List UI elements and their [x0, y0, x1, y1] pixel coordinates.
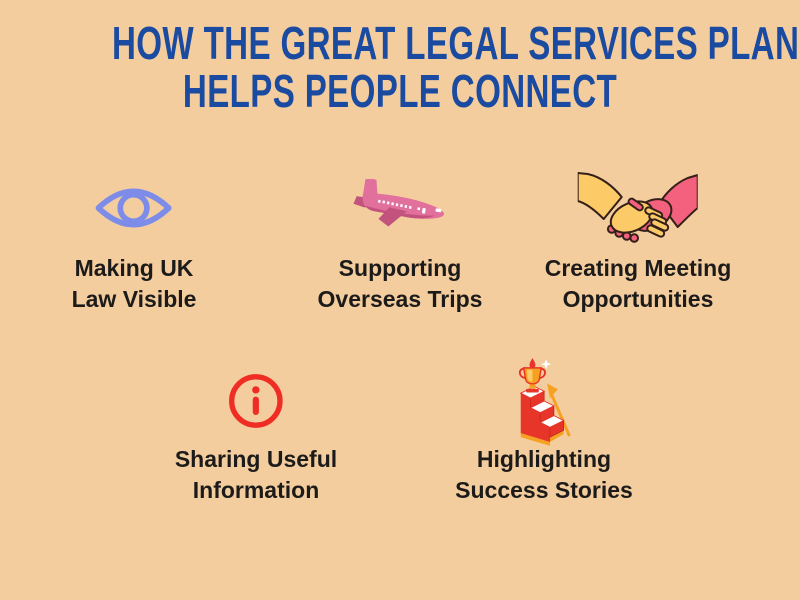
feature-item-sharing-useful-information: Sharing Useful Information	[175, 361, 337, 506]
feature-item-making-uk-law-visible: Making UK Law Visible	[71, 166, 197, 315]
feature-item-creating-meeting-opportunities: Creating Meeting Opportunities	[544, 166, 732, 315]
feature-label: Supporting Overseas Trips	[317, 255, 483, 312]
airplane-icon	[352, 166, 448, 250]
feature-label: Making UK Law Visible	[71, 255, 197, 312]
handshake-icon	[577, 166, 698, 250]
feature-label: Creating Meeting Opportunities	[544, 255, 732, 312]
page-title-line2: HELPS PEOPLE CONNECT	[182, 65, 618, 117]
feature-item-supporting-overseas-trips: Supporting Overseas Trips	[317, 166, 483, 315]
page-title-line1: HOW THE GREAT LEGAL SERVICES PLAN	[112, 17, 800, 69]
info-icon	[227, 361, 285, 441]
feature-label: Highlighting Success Stories	[455, 446, 633, 503]
feature-label: Sharing Useful Information	[174, 446, 338, 503]
feature-item-highlighting-success-stories: Highlighting Success Stories	[455, 358, 633, 506]
page-title: HOW THE GREAT LEGAL SERVICES PLAN HELPS …	[0, 19, 800, 115]
eye-icon	[95, 166, 172, 250]
staircase-trophy-icon	[505, 358, 583, 446]
